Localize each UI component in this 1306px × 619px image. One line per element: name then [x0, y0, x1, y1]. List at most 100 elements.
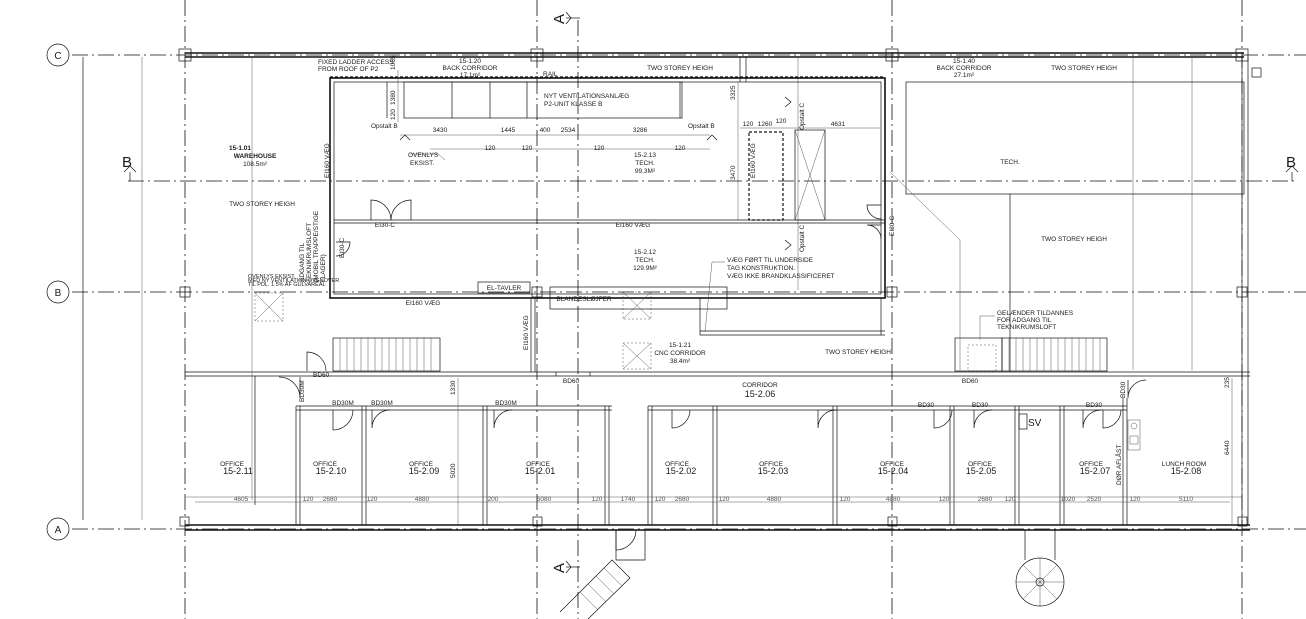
lunch-room-id: 15-2.08	[1171, 466, 1202, 476]
dim-120-b: 120	[522, 145, 533, 152]
grid-bubble-b: B	[46, 280, 70, 304]
ei30c-door-top: EI30-C	[375, 222, 396, 229]
section-a-label-bottom: A	[551, 563, 568, 573]
dim-b-21: 5110	[1179, 496, 1193, 503]
gelaender-note-2: FOR ADGANG TIL	[997, 317, 1052, 324]
section-b-arrow-right	[1285, 165, 1299, 173]
bd30m-door-vertical: BD30M	[299, 380, 306, 402]
back-corridor-1-id: 15-1.20	[459, 58, 481, 65]
ei160-vaeg-mid: EI160 VÆG	[616, 222, 651, 229]
dim-4631: 4631	[831, 121, 846, 128]
corridor-name: CORRIDOR	[742, 382, 778, 389]
small-note-3: TIL PDL. 1.5% AF GULVAREAL	[248, 282, 326, 288]
small-note-1: OVENLYS EKSIST.	[248, 274, 296, 280]
dim-1330: 1330	[450, 380, 457, 395]
bd60-door-left: BD60	[313, 372, 330, 379]
back-corridor-1-area: 17.1m²	[460, 72, 481, 79]
stair-right	[954, 337, 1108, 372]
dim-b-12: 4880	[767, 496, 782, 503]
dim-b-9: 120	[655, 496, 666, 503]
office-01-label: OFFICE	[526, 461, 550, 468]
warehouse-area: 108.5m²	[243, 161, 268, 168]
back-corridor-2-name: BACK CORRIDOR	[937, 65, 992, 72]
adgang-line-2: TEKNIKRUMSLOFT	[306, 223, 313, 282]
ei160-vaeg-corridor: EI160 VÆG	[523, 315, 530, 350]
office-09-label: OFFICE	[409, 461, 433, 468]
dim-3286: 3286	[633, 127, 648, 134]
tech-212-area: 129.9M²	[633, 265, 658, 272]
dim-b-0: 4605	[234, 496, 249, 503]
dim-120-c: 120	[594, 145, 605, 152]
gelaender-note-3: TEKNIKRUMSLOFT	[997, 324, 1056, 331]
blandesloejfer-box	[549, 286, 728, 310]
rail-note: RAIL	[543, 71, 558, 78]
grid-lines	[72, 0, 1306, 619]
tech-212-id: 15-2.12	[634, 249, 656, 256]
dim-b-7: 120	[592, 496, 603, 503]
bd30m-door-3: BD30M	[495, 400, 517, 407]
warehouse-name: WAREHOUSE	[234, 153, 277, 160]
section-b-label-left: B	[122, 154, 132, 171]
dim-b-4: 4880	[415, 496, 430, 503]
bd30-door-3: BD30	[1086, 402, 1103, 409]
dim-b-15: 120	[939, 496, 950, 503]
bd30-door-1: BD30	[918, 402, 935, 409]
dim-b-19: 2520	[1087, 496, 1102, 503]
dim-b-11: 120	[719, 496, 730, 503]
section-b-label-right: B	[1286, 154, 1296, 171]
bottom-dimensions: 4605 120 2680 120 4880 200 5080 120 1740…	[234, 496, 1194, 503]
office-10-label: OFFICE	[313, 461, 337, 468]
opstalt-b-right-label: Opstalt B	[688, 123, 715, 130]
bd30m-door-1: BD30M	[332, 400, 354, 407]
leader-lines	[410, 153, 995, 370]
door-swings	[278, 199, 1147, 551]
grid-label-c: C	[54, 51, 61, 62]
office-02-id: 15-2.02	[666, 466, 697, 476]
dim-1260: 1260	[758, 121, 773, 128]
opstalt-c-top-label: Opstalt C	[799, 103, 806, 130]
office-03-id: 15-2.03	[758, 466, 789, 476]
tech-212-name: TECH.	[635, 257, 655, 264]
small-note-2: MED NY VENTILATION OVENOVER	[248, 278, 339, 284]
dim-6440: 6440	[1224, 440, 1231, 455]
dim-120-a: 120	[485, 145, 496, 152]
dim-b-6: 5080	[537, 496, 552, 503]
office-10-id: 15-2.10	[316, 466, 347, 476]
dim-1380: 1380	[390, 90, 397, 105]
bd60-door-mid: BD60	[563, 378, 580, 385]
dim-b-14: 4880	[886, 496, 901, 503]
dim-b-8: 1740	[621, 496, 636, 503]
gelaender-note-1: GELÆNDER TILDANNES	[997, 310, 1074, 317]
dim-b-2: 2680	[323, 496, 338, 503]
back-corridor-2-area: 27.1m²	[954, 72, 975, 79]
sv-symbol	[1018, 413, 1028, 430]
office-07-label: OFFICE	[1079, 461, 1103, 468]
opstalt-c-top-marker	[784, 96, 792, 108]
office-05-id: 15-2.05	[966, 466, 997, 476]
stair-left	[332, 337, 441, 372]
spiral-stair	[1015, 530, 1065, 607]
sv-label: SV	[1028, 418, 1042, 429]
dim-b-1: 120	[303, 496, 314, 503]
office-09-id: 15-2.09	[409, 466, 440, 476]
back-corridor-1-name: BACK CORRIDOR	[443, 65, 498, 72]
office-11-label: OFFICE	[220, 461, 244, 468]
office-11-id: 15-2.11	[223, 466, 253, 476]
dim-b-16: 2680	[978, 496, 993, 503]
tech-213-area: 99.3M²	[635, 168, 656, 175]
section-b-arrow-left	[123, 165, 137, 173]
dim-b-10: 2680	[675, 496, 690, 503]
stair-exterior	[559, 530, 646, 619]
dim-b-17: 120	[1005, 496, 1016, 503]
tech-213-id: 15-2.13	[634, 152, 656, 159]
bd30m-door-2: BD30M	[371, 400, 393, 407]
two-storey-label-right: TWO STOREY HEIGH	[1041, 236, 1107, 243]
section-marker-a-bottom: A	[551, 560, 580, 574]
ei160-vaeg-left: EI160 VÆG	[324, 143, 331, 178]
tech-213-name: TECH.	[635, 160, 655, 167]
dim-b-13: 120	[840, 496, 851, 503]
dim-400: 400	[540, 127, 551, 134]
tech-enclosure	[329, 57, 886, 372]
warehouse-id: 15-1.01	[229, 145, 251, 152]
